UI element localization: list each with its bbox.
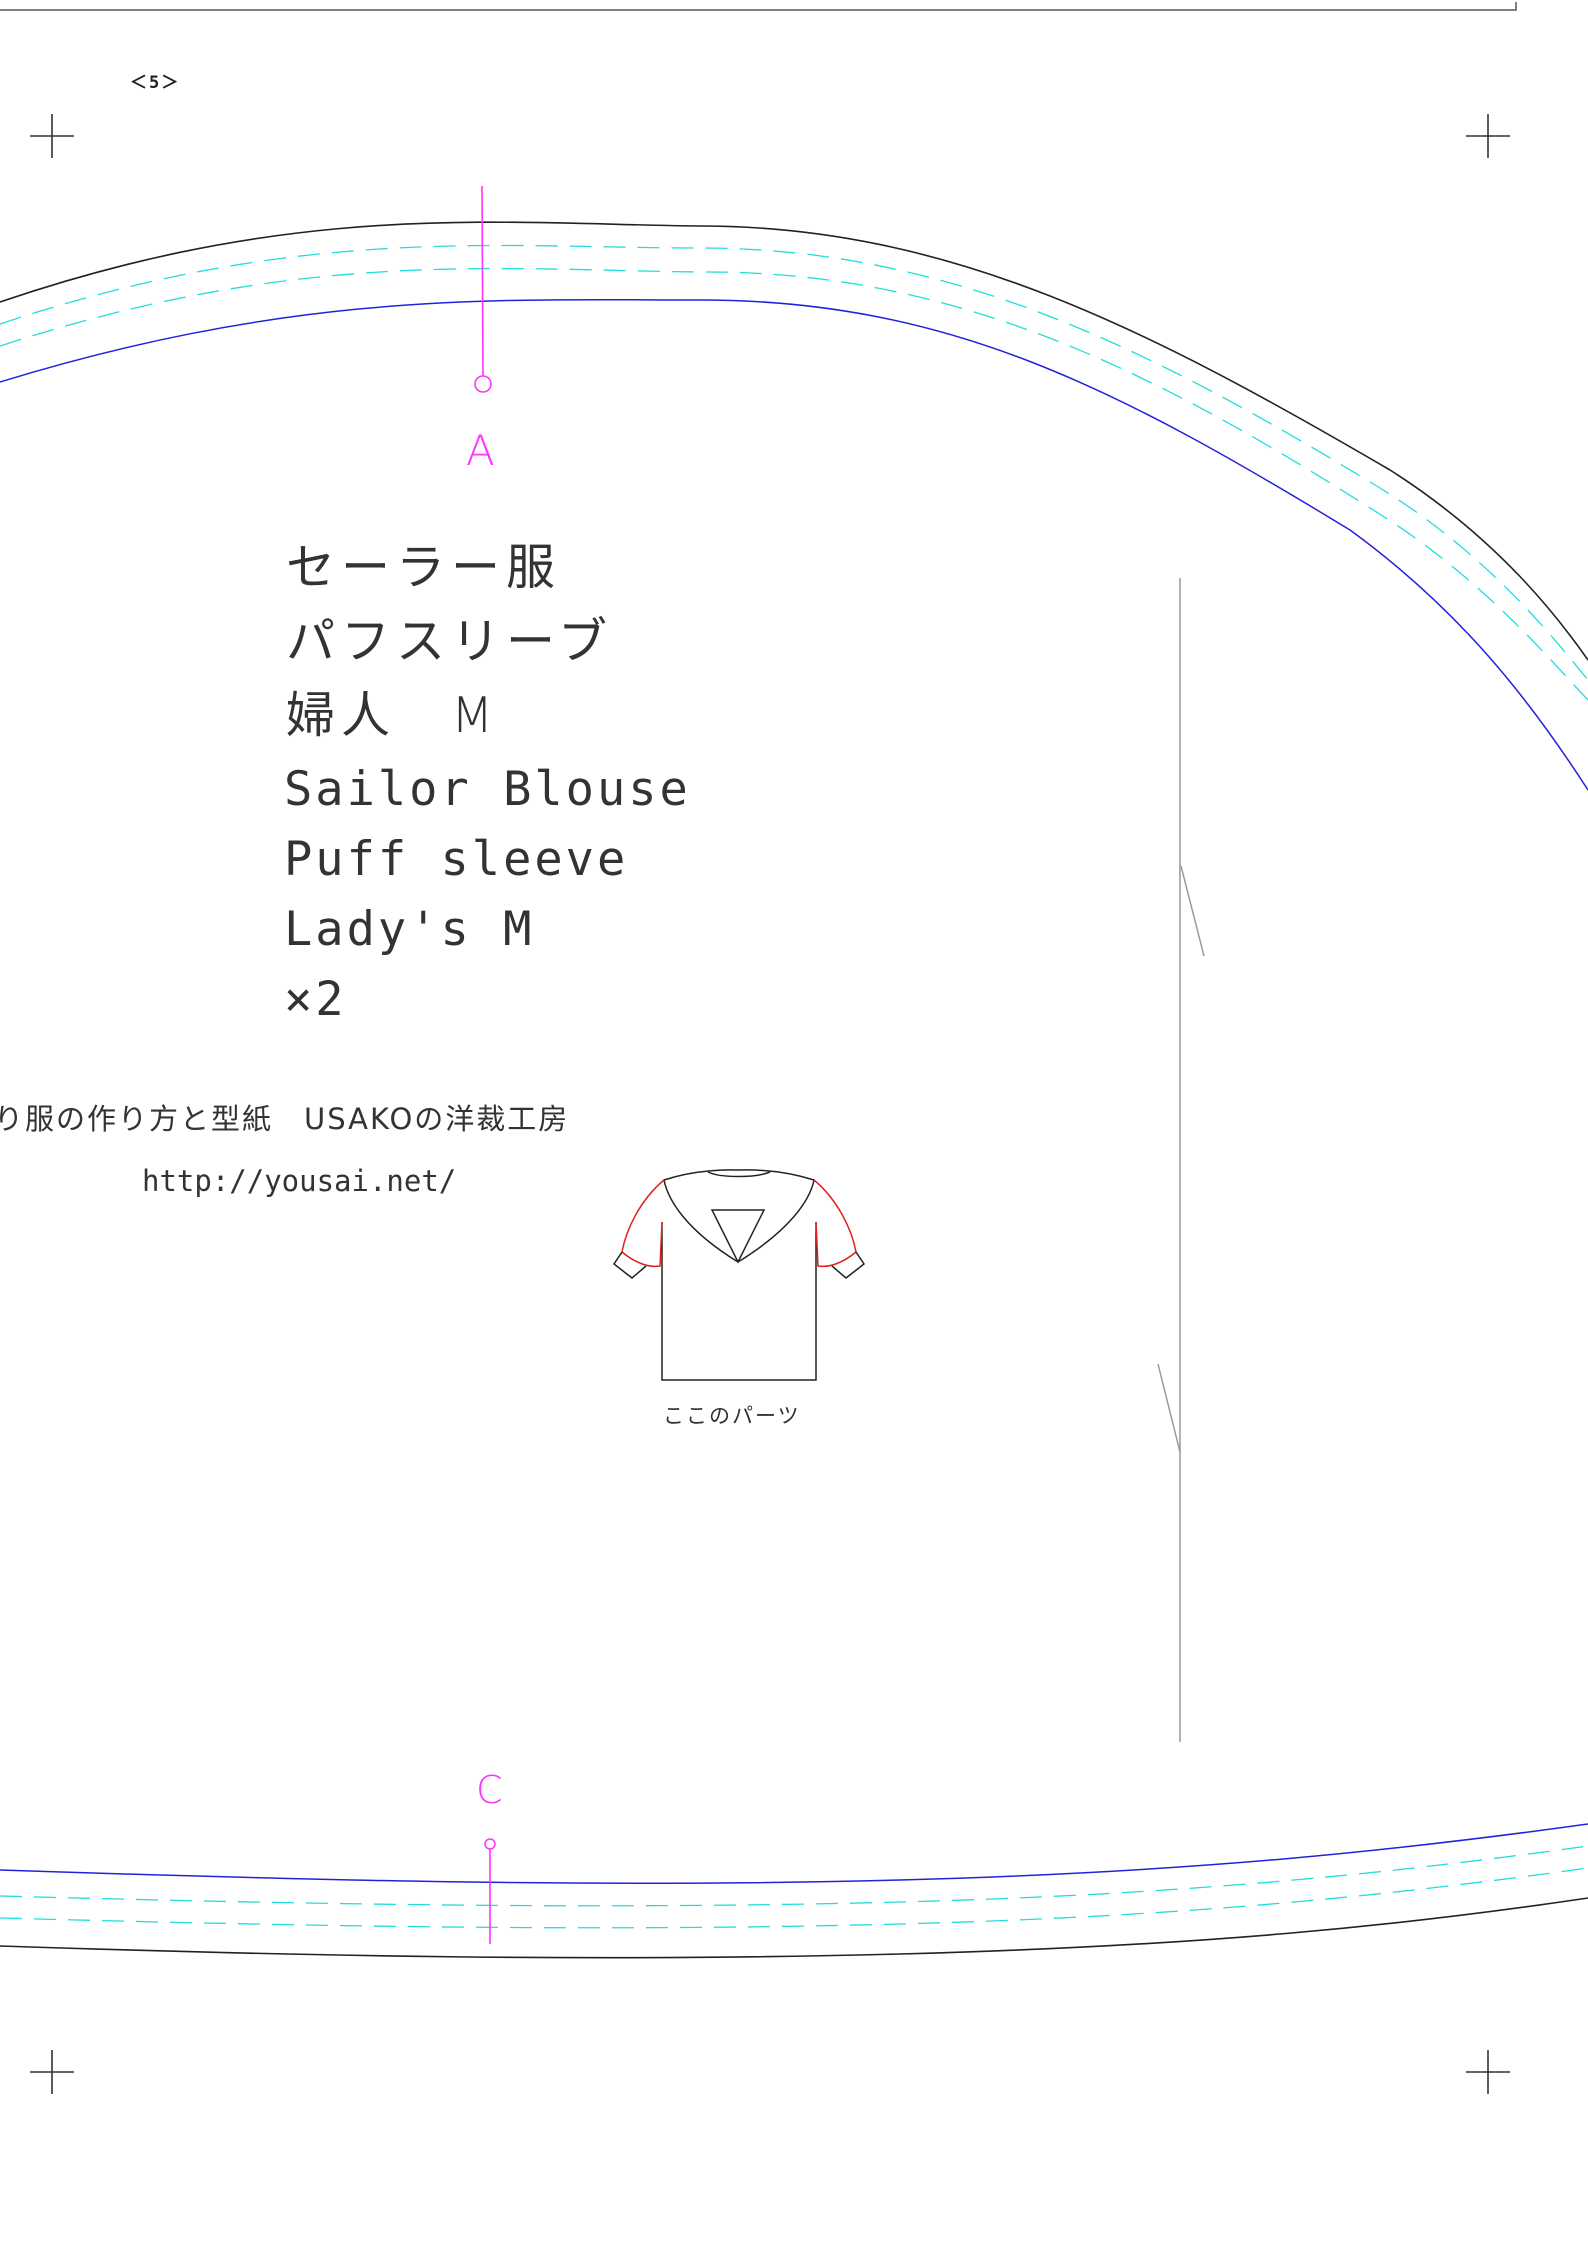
blouse-collar-inner [707, 1171, 771, 1264]
title-en-line-3: Lady's M [284, 902, 535, 957]
blouse-left-sleeve [621, 1179, 665, 1268]
parts-label: ここのパーツ [663, 1404, 801, 1428]
blouse-left-cuff [612, 1251, 647, 1279]
seam-allowance-top-1 [0, 244, 1588, 681]
stitch-line-bottom [0, 1823, 1588, 1885]
cut-line-bottom [0, 1897, 1588, 1959]
grainline-arrow-bottom [1157, 1363, 1181, 1453]
title-jp-line-1: セーラー服 [286, 539, 562, 596]
title-en-line-4: ×2 [284, 972, 347, 1027]
notch-a-line [481, 185, 484, 377]
grainline-arrow-top [1180, 865, 1205, 957]
top-border-line [0, 2, 1517, 11]
title-jp-line-3: 婦人 M [286, 687, 500, 744]
site-url[interactable]: http://yousai.net/ [142, 1164, 457, 1198]
notch-label-a: A [466, 426, 495, 475]
seam-allowance-bottom-1 [0, 1845, 1588, 1907]
notch-a-circle [474, 375, 492, 393]
stitch-line-top [0, 298, 1588, 791]
crosshair-top-right [1466, 114, 1510, 158]
blouse-right-sleeve [813, 1179, 857, 1268]
title-en-line-2: Puff sleeve [284, 832, 629, 887]
crosshair-bottom-left [30, 2050, 74, 2094]
notch-c-circle [484, 1838, 496, 1850]
title-jp-line-2: パフスリーブ [286, 613, 614, 670]
blouse-diagram [612, 1169, 866, 1381]
title-en-line-1: Sailor Blouse [284, 762, 691, 817]
page-number: ＜5＞ [130, 73, 181, 93]
blouse-body [661, 1222, 817, 1381]
blouse-collar [663, 1169, 815, 1263]
seam-allowance-bottom-2 [0, 1867, 1588, 1929]
notch-label-c: C [476, 1768, 503, 1812]
seam-allowance-top-2 [0, 267, 1588, 701]
blouse-right-cuff [831, 1251, 866, 1279]
cut-line-top [0, 221, 1588, 661]
crosshair-top-left [30, 114, 74, 158]
site-name: り服の作り方と型紙 USAKOの洋裁工房 [0, 1102, 570, 1136]
crosshair-bottom-right [1466, 2050, 1510, 2094]
